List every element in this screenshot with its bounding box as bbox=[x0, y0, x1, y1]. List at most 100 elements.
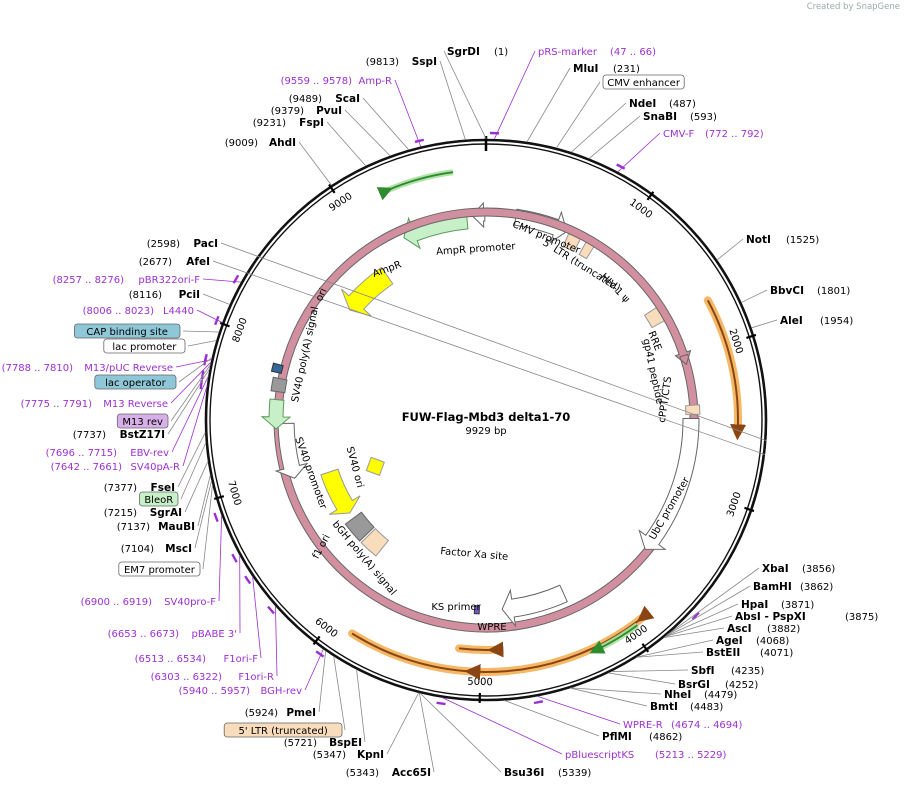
site-label: CAP binding site bbox=[74, 323, 181, 339]
primer-tick bbox=[231, 553, 238, 563]
site-label-name: SV40pro-F bbox=[164, 597, 216, 608]
lac-feature bbox=[270, 362, 284, 375]
site-label-name: pRS-marker bbox=[538, 47, 598, 58]
site-label: M13 Reverse(7775 .. 7791) bbox=[21, 399, 168, 410]
green-arc-2-line bbox=[589, 624, 638, 654]
site-label: NdeI(487) bbox=[629, 98, 696, 110]
site-label-coord: (9489) bbox=[289, 94, 322, 105]
ks-primer-feature bbox=[473, 605, 480, 615]
plasmid-size: 9929 bp bbox=[465, 426, 506, 437]
tick-label: 9000 bbox=[327, 191, 354, 214]
site-label-coord: (3871) bbox=[781, 600, 814, 611]
site-label-name: CAP binding site bbox=[86, 327, 168, 338]
site-label-name: MluI bbox=[573, 63, 598, 75]
primer-tick bbox=[244, 575, 252, 585]
site-label-name: KpnI bbox=[357, 749, 384, 761]
cppt-feature bbox=[684, 404, 701, 416]
site-label-coord: (3862) bbox=[800, 582, 833, 593]
site-label-name: PacI bbox=[193, 238, 218, 250]
site-label: EBV-rev(7696 .. 7715) bbox=[46, 448, 169, 459]
site-label: NotI(1525) bbox=[746, 234, 819, 246]
site-label-name: MauBI bbox=[158, 521, 195, 533]
primer-tick bbox=[267, 605, 275, 615]
tick-mark bbox=[312, 635, 321, 646]
feature-label: SV40 ori bbox=[344, 446, 366, 490]
site-label-coord: (7775 .. 7791) bbox=[21, 399, 93, 410]
leader-line bbox=[275, 606, 278, 677]
site-label-name: EM7 promoter bbox=[124, 565, 196, 576]
leader-line bbox=[362, 97, 410, 151]
site-label-name: pBR322ori-F bbox=[138, 275, 200, 286]
site-label: FspI(9231) bbox=[253, 117, 324, 129]
site-label-coord: (8116) bbox=[129, 290, 162, 301]
site-label: 5' LTR (truncated) bbox=[223, 722, 343, 738]
wpre-feature bbox=[501, 584, 568, 628]
feature-label: UbC promoter bbox=[648, 475, 693, 542]
sv40pa-feature bbox=[270, 376, 288, 394]
site-label: NheI(4479) bbox=[664, 689, 737, 701]
site-label: SgrDI(1) bbox=[447, 46, 508, 58]
site-label-coord: (6653 .. 6673) bbox=[108, 629, 180, 640]
tick-label: 8000 bbox=[231, 316, 250, 344]
site-label-name: BamHI bbox=[753, 581, 792, 593]
site-label-coord: (5940 .. 5957) bbox=[179, 686, 251, 697]
bgh-feature bbox=[344, 511, 375, 542]
site-label-coord: (4252) bbox=[725, 680, 758, 691]
site-label-name: SbfI bbox=[691, 665, 715, 677]
site-label-coord: (5343) bbox=[346, 768, 379, 779]
site-label: lac promoter bbox=[103, 338, 186, 354]
site-label: BleoR bbox=[139, 491, 179, 507]
site-label-name: pBluescriptKS bbox=[565, 750, 634, 761]
leader-line bbox=[664, 615, 733, 638]
site-label: AhdI(9009) bbox=[225, 137, 296, 149]
leader-line bbox=[175, 359, 212, 368]
site-label: AscI(3882) bbox=[727, 623, 800, 635]
orf-arc-3-glow bbox=[348, 629, 477, 676]
leader-line bbox=[443, 50, 487, 140]
site-label-name: AbsI - PspXI bbox=[735, 611, 806, 623]
site-label: M13 rev bbox=[116, 413, 169, 429]
feature-label: KS primer bbox=[431, 602, 481, 613]
site-label-name: CMV-F bbox=[663, 129, 694, 140]
site-label-box bbox=[602, 74, 685, 90]
leader-line bbox=[418, 692, 435, 773]
site-label-name: AfeI bbox=[186, 256, 210, 268]
site-label-name: Acc65I bbox=[392, 767, 431, 779]
site-label-box bbox=[94, 374, 177, 390]
primer-tick bbox=[533, 700, 544, 705]
bleo-feature bbox=[260, 398, 292, 430]
tick-label: 6000 bbox=[313, 616, 340, 640]
orf-arc-1-glow bbox=[703, 296, 743, 437]
leader-line bbox=[167, 368, 211, 435]
leader-line bbox=[493, 50, 536, 140]
leader-line bbox=[182, 330, 220, 333]
site-label-name: NheI bbox=[664, 689, 691, 701]
primer-tick bbox=[691, 611, 700, 621]
site-label-name: BleoR bbox=[144, 495, 173, 506]
leader-line bbox=[252, 576, 262, 659]
leader-line bbox=[356, 669, 366, 743]
tick-label: 5000 bbox=[467, 677, 493, 689]
site-label-coord: (5924) bbox=[245, 708, 278, 719]
ubc-promoter-feature bbox=[638, 417, 700, 550]
site-label-name: CMV enhancer bbox=[607, 78, 681, 89]
site-label: BspEI(5721) bbox=[284, 737, 362, 749]
leader-line bbox=[419, 692, 502, 773]
site-label: SV40pA-R(7642 .. 7661) bbox=[51, 462, 180, 473]
leader-line bbox=[504, 700, 600, 737]
feature-label: WPRE bbox=[477, 622, 506, 633]
leader-line bbox=[318, 650, 327, 713]
site-label-name: SnaBI bbox=[643, 111, 677, 123]
leader-line bbox=[394, 79, 422, 147]
site-label-name: BmtI bbox=[650, 701, 678, 713]
site-label-name: PvuI bbox=[316, 105, 342, 117]
leader-line bbox=[171, 375, 209, 453]
site-label: BGH-rev(5940 .. 5957) bbox=[179, 686, 302, 697]
site-label: WPRE-R(4674 .. 4694) bbox=[623, 720, 743, 731]
site-label-box bbox=[118, 561, 201, 577]
site-label-coord: (9379) bbox=[271, 106, 304, 117]
site-label-name: SgrDI bbox=[447, 46, 480, 58]
gp41-feature bbox=[273, 207, 699, 633]
site-label-coord: (7737) bbox=[73, 430, 106, 441]
site-label-name: M13/pUC Reverse bbox=[84, 363, 173, 374]
